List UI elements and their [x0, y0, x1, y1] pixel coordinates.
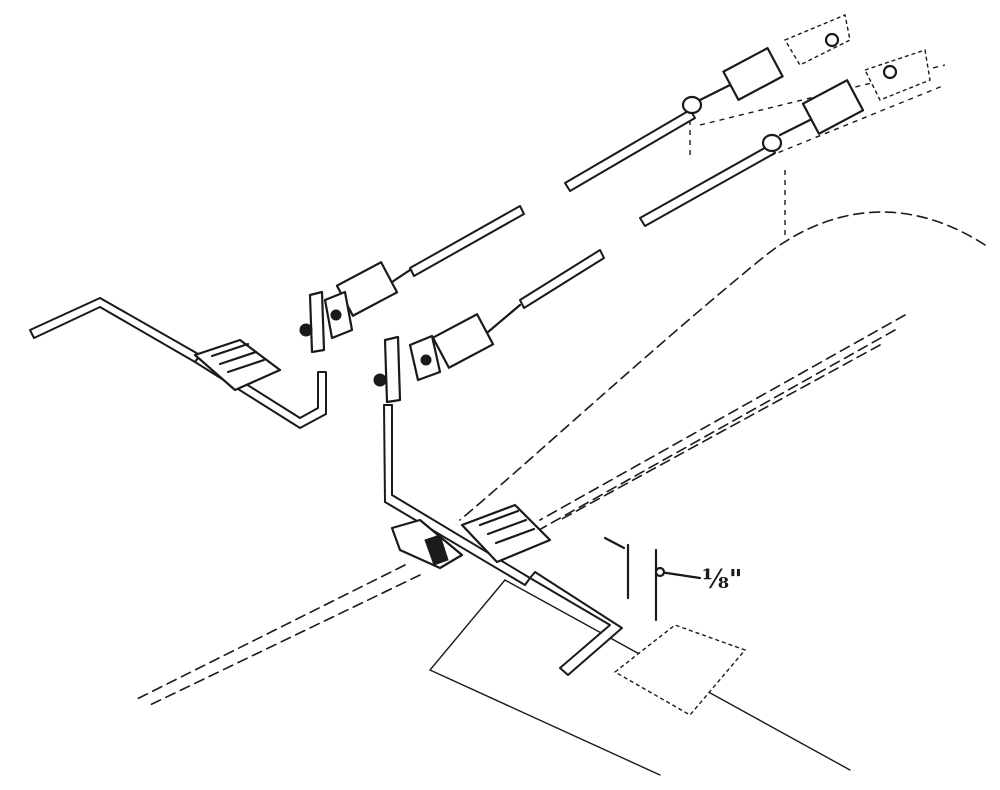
dimension-leader-dot [654, 566, 666, 578]
right-clamp-plate [460, 503, 552, 564]
left-clevis-pin [330, 309, 342, 321]
right-clamp-ridges [478, 509, 536, 545]
left-bolt [308, 290, 326, 354]
right-turnbuckle [431, 313, 495, 369]
right-nut [373, 373, 387, 387]
upper-rod-2 [639, 144, 776, 227]
surface-edge-1 [428, 579, 661, 776]
upper-turnbuckle-2 [801, 79, 865, 135]
phantom-rod-upper-2 [759, 84, 946, 161]
right-rod-shank [486, 303, 522, 334]
phantom-line-2 [529, 329, 896, 536]
right-assembly [373, 303, 747, 716]
upper-rods [564, 14, 931, 227]
left-clamp-ridges [210, 342, 266, 374]
dimension-leader [658, 570, 702, 580]
middle-rods [409, 205, 605, 309]
upper-turnbuckle-1 [722, 47, 784, 101]
upper-pin-2 [882, 64, 898, 80]
upper-rod-1 [564, 109, 696, 192]
dimension-label: ⅛" [702, 565, 742, 595]
phantom-outlines [134, 64, 986, 706]
phantom-curve [459, 211, 986, 521]
pivot-bushing-shade [424, 534, 449, 566]
middle-rod-2 [519, 249, 605, 309]
phantom-line-1 [539, 314, 906, 521]
left-clamp-plate [193, 338, 282, 392]
phantom-line-4 [134, 564, 406, 701]
upper-clevis-2 [864, 49, 931, 101]
phantom-line-5 [149, 574, 421, 706]
right-bent-rod-end [529, 571, 623, 676]
dimension-callout: ⅛" [603, 536, 742, 622]
dimension-arrow-left [603, 536, 626, 550]
right-clevis-pin [420, 354, 432, 366]
left-assembly [29, 261, 412, 429]
upper-pin-1 [824, 32, 840, 48]
hatched-pad [613, 624, 747, 716]
left-bent-rod-top [29, 297, 201, 363]
upper-rod-shanks [698, 83, 812, 137]
right-bolt [383, 335, 402, 404]
middle-rod-1 [409, 205, 525, 277]
left-nut [299, 323, 313, 337]
upper-nut-2 [761, 133, 783, 153]
upper-nut-1 [681, 95, 703, 115]
upper-clevis-1 [783, 14, 851, 66]
left-rod-shank [390, 268, 412, 284]
phantom-line-3 [559, 344, 881, 521]
